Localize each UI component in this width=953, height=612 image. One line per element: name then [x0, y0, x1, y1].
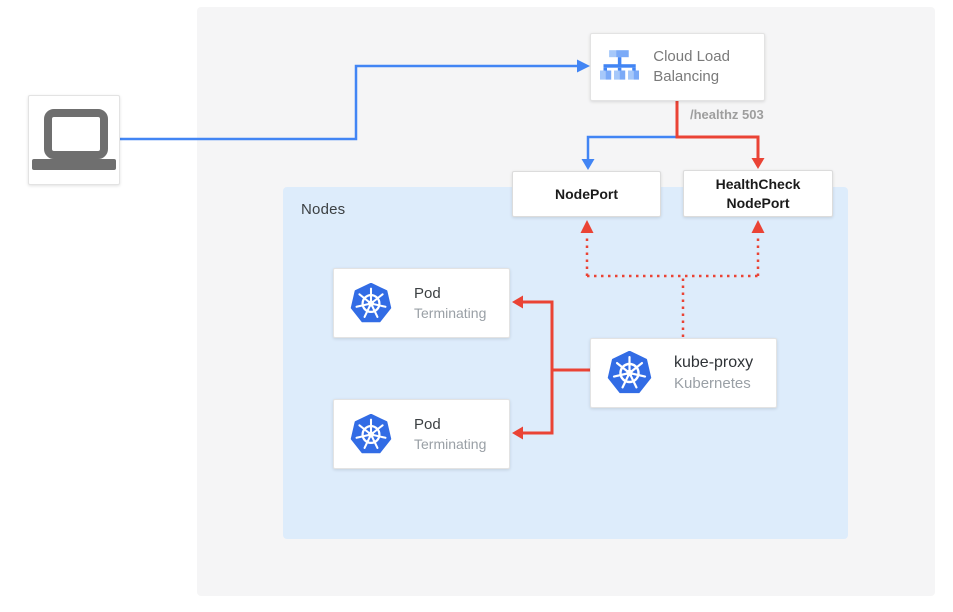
kube-proxy-title: kube-proxy — [674, 354, 754, 371]
cloud-load-balancing-icon — [600, 50, 640, 80]
pod1-status: Terminating — [414, 305, 487, 321]
healthz-status-label: /healthz 503 — [690, 107, 764, 122]
pod2-status: Terminating — [414, 436, 487, 452]
nodeport-label: NodePort — [555, 185, 618, 202]
pod1-title: Pod — [414, 285, 441, 302]
pod2-title: Pod — [414, 416, 441, 433]
nodes-group-label: Nodes — [301, 201, 346, 218]
client-node — [28, 95, 120, 185]
kubernetes-icon — [350, 413, 392, 453]
kubernetes-icon — [350, 282, 392, 322]
cloud-load-balancing-node: Cloud Load Balancing — [590, 33, 765, 101]
cloud-load-balancing-label: Cloud Load Balancing — [653, 47, 730, 85]
pod-node-1: Pod Terminating — [333, 268, 510, 338]
laptop-icon — [32, 109, 116, 170]
healthcheck-nodeport-label: HealthCheck NodePort — [715, 175, 801, 211]
kubernetes-icon — [607, 351, 652, 394]
kube-proxy-subtitle: Kubernetes — [674, 375, 751, 392]
healthcheck-nodeport-node: HealthCheck NodePort — [683, 170, 833, 217]
kube-proxy-node: kube-proxy Kubernetes — [590, 338, 777, 408]
nodeport-node: NodePort — [512, 171, 661, 217]
pod-node-2: Pod Terminating — [333, 399, 510, 469]
